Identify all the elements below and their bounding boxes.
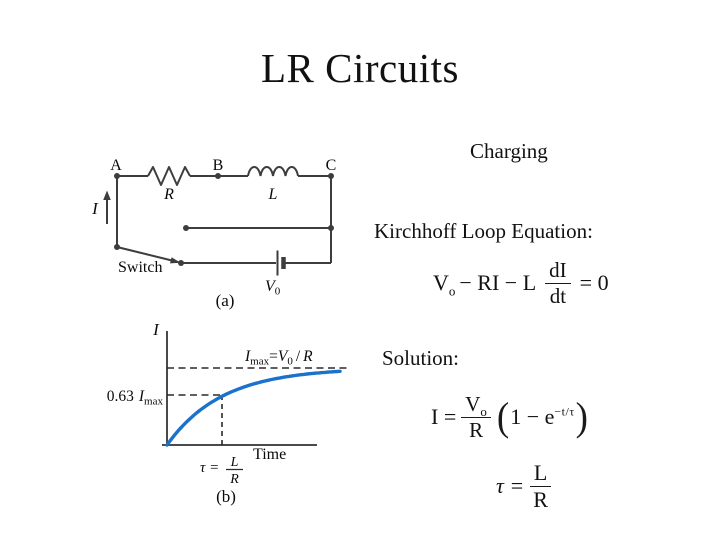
sol-eq-exponent: −t/τ: [554, 404, 575, 419]
sol-eq-base: 1 − e: [510, 404, 555, 429]
middle-wire-dot-left: [183, 225, 189, 231]
charging-curve: [165, 369, 342, 447]
imax-slash: /: [296, 348, 301, 365]
imax-r: R: [302, 348, 313, 365]
node-label-b: B: [213, 157, 224, 174]
switch-arrowhead-icon: [170, 257, 181, 264]
sol-eq-paren-open: (: [496, 394, 510, 440]
imax-v-sub: 0: [287, 356, 293, 368]
circuit-wires: [106, 166, 332, 264]
loop-equation: Vo − RI − L dI dt = 0: [433, 256, 613, 310]
x-axis-label: Time: [253, 446, 286, 463]
loop-eq-v: Vo: [433, 270, 456, 299]
sol-eq-lhs: I =: [431, 404, 457, 429]
sol-eq-fraction: Vo R: [461, 391, 491, 442]
circuit-labels: A B C R L I Switch V0 (a): [91, 157, 336, 310]
imax-i: I: [244, 348, 251, 365]
imax-sub: max: [250, 356, 269, 368]
circuit-caption: (a): [216, 291, 235, 310]
middle-wire-dot-right: [328, 225, 334, 231]
loop-eq-frac-num: dI: [545, 259, 571, 284]
battery-v: V: [265, 278, 277, 295]
resistor-zigzag: [147, 166, 191, 186]
inductor-label: L: [268, 186, 278, 203]
battery-voltage-label: V0: [265, 278, 281, 298]
node-dot-c: [328, 173, 334, 179]
loop-eq-v-sym: V: [433, 270, 449, 295]
node-label-c: C: [326, 157, 337, 174]
tau-eq-lhs: τ =: [496, 473, 525, 498]
tau-tick-den: R: [229, 472, 239, 487]
battery-v-sub: 0: [275, 286, 281, 298]
loop-eq-middle: − RI − L: [459, 270, 537, 295]
loop-eq-tail: = 0: [579, 270, 609, 295]
charging-heading: Charging: [470, 139, 548, 163]
resistor-label: R: [163, 186, 174, 203]
wire: [116, 175, 332, 264]
battery-symbol: [276, 250, 286, 276]
current-label: I: [91, 199, 99, 218]
solution-equation: I = Vo R ( 1 − e−t/τ ): [431, 389, 589, 445]
imax-eq: =: [269, 348, 278, 365]
tau-tick-num: L: [230, 455, 239, 470]
sol-eq-paren-close: ): [575, 394, 588, 440]
tau-eq-den: R: [533, 486, 548, 512]
loop-eq-v-sub: o: [448, 283, 456, 299]
y63-i: I: [138, 388, 145, 405]
graph-axes: [162, 331, 317, 446]
imax-annotation: Imax=V0/R: [244, 348, 313, 368]
y-axis-label: I: [152, 320, 160, 339]
inductor-coil: [247, 166, 299, 177]
node-dot-b: [215, 173, 221, 179]
switch-pivot-dot: [114, 244, 120, 250]
y63-sub: max: [144, 396, 163, 408]
y63-prefix: 0.63: [107, 388, 134, 405]
page-title: LR Circuits: [261, 45, 459, 91]
tau-equation: τ = L R: [496, 456, 557, 516]
switch-blade: [116, 246, 179, 263]
switch-label: Switch: [118, 259, 162, 276]
graph-caption: (b): [216, 487, 236, 506]
loop-eq-fraction: dI dt: [545, 259, 571, 307]
sol-eq-frac-num: Vo: [461, 391, 491, 420]
node-label-a: A: [110, 157, 122, 174]
tau-eq-fraction: L R: [529, 460, 552, 512]
imax-v: V: [278, 348, 289, 365]
graph-dashed-guides: [167, 367, 347, 445]
tau-eq-num: L: [529, 460, 552, 487]
sol-eq-frac-den: R: [469, 417, 484, 442]
switch-contact-dot: [178, 260, 184, 266]
current-arrowhead-icon: [103, 190, 111, 200]
circuit-junction-dots: [103, 173, 334, 266]
loop-eq-frac-den: dt: [549, 283, 567, 308]
node-dot-a: [114, 173, 120, 179]
solution-heading: Solution:: [382, 346, 460, 370]
tau-tick-lhs: τ =: [200, 460, 219, 476]
sol-eq-body: 1 − e−t/τ: [510, 404, 574, 430]
sol-eq-frac-v-sub: o: [480, 404, 487, 420]
kirchhoff-heading: Kirchhoff Loop Equation:: [374, 219, 593, 243]
sol-eq-frac-v: V: [465, 391, 481, 416]
circuit-diagram: A B C R L I Switch V0 (a): [91, 157, 336, 310]
